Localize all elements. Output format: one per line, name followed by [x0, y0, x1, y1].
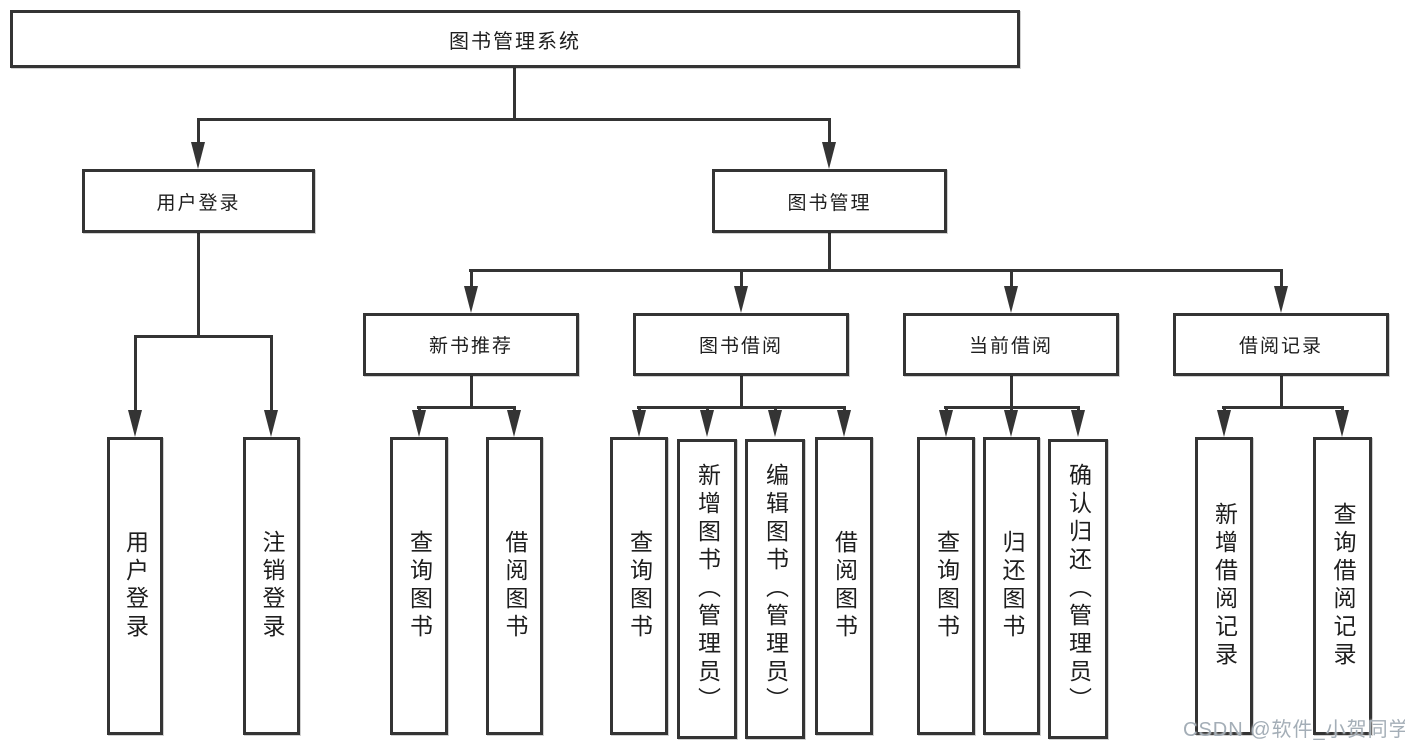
leaf-label: 编辑图书（管理员） — [762, 463, 789, 715]
leaf-label: 归还图书 — [999, 530, 1025, 642]
connector-book-mgmt-stem — [828, 233, 831, 272]
arrow-down-icon — [128, 410, 142, 437]
leaf-current-query: 查询图书 — [917, 437, 975, 735]
connector-records-stem — [1280, 376, 1283, 409]
arrow-down-icon — [939, 410, 953, 437]
leaf-label: 借阅图书 — [502, 530, 528, 642]
connector-drop — [1077, 406, 1080, 413]
connector-user-login-stem — [197, 233, 200, 338]
connector-drop — [513, 406, 516, 413]
connector-drop — [1341, 406, 1344, 413]
leaf-label: 查询借阅记录 — [1330, 502, 1356, 670]
leaf-borrow-query: 查询图书 — [610, 437, 668, 735]
leaf-borrow-borrow: 借阅图书 — [815, 437, 873, 735]
node-user-login-label: 用户登录 — [156, 192, 241, 214]
leaf-label: 新增图书（管理员） — [694, 463, 721, 715]
arrow-down-icon — [264, 410, 278, 437]
node-root-label: 图书管理系统 — [449, 30, 581, 53]
node-book-borrow: 图书借阅 — [633, 313, 849, 376]
arrow-down-icon — [412, 410, 426, 437]
connector-user-login-drop — [197, 118, 200, 144]
connector-drop — [134, 335, 137, 412]
connector-level3-hline — [469, 269, 1283, 272]
node-book-mgmt-label: 图书管理 — [787, 192, 872, 214]
node-book-borrow-label: 图书借阅 — [698, 336, 783, 357]
connector-drop — [706, 406, 709, 413]
arrow-down-icon — [1004, 410, 1018, 437]
arrow-down-icon — [632, 410, 646, 437]
arrow-down-icon — [837, 410, 851, 437]
leaf-logout: 注销登录 — [243, 437, 300, 735]
arrow-down-icon — [191, 142, 205, 169]
node-borrow-records: 借阅记录 — [1173, 313, 1389, 376]
connector-drop — [1280, 269, 1283, 288]
connector-drop — [270, 335, 273, 412]
connector-borrow-stem — [740, 376, 743, 409]
connector-new-books-hline — [417, 406, 516, 409]
connector-user-login-hline — [134, 335, 273, 338]
arrow-down-icon — [822, 142, 836, 169]
arrow-down-icon — [464, 286, 478, 313]
connector-drop — [470, 269, 473, 288]
connector-current-stem — [1010, 376, 1013, 409]
node-new-books: 新书推荐 — [363, 313, 579, 376]
connector-drop — [638, 406, 641, 413]
connector-drop — [418, 406, 421, 413]
node-root: 图书管理系统 — [10, 10, 1020, 68]
arrow-down-icon — [700, 410, 714, 437]
connector-new-books-stem — [470, 376, 473, 409]
node-current-borrow: 当前借阅 — [903, 313, 1119, 376]
node-new-books-label: 新书推荐 — [428, 336, 513, 357]
node-borrow-records-label: 借阅记录 — [1238, 336, 1323, 357]
leaf-records-query: 查询借阅记录 — [1313, 437, 1372, 735]
node-user-login: 用户登录 — [82, 169, 315, 233]
connector-records-hline — [1222, 406, 1344, 409]
leaf-user-login: 用户登录 — [107, 437, 163, 735]
connector-drop — [945, 406, 948, 413]
leaf-label: 查询图书 — [933, 530, 960, 642]
leaf-label: 查询图书 — [406, 530, 433, 642]
leaf-user-login-label: 用户登录 — [122, 530, 149, 642]
connector-drop — [1010, 269, 1013, 288]
node-current-borrow-label: 当前借阅 — [968, 336, 1053, 357]
leaf-current-return: 归还图书 — [983, 437, 1040, 735]
connector-level2-hline — [197, 118, 831, 121]
leaf-records-add: 新增借阅记录 — [1195, 437, 1253, 735]
arrow-down-icon — [734, 286, 748, 313]
connector-drop — [1223, 406, 1226, 413]
leaf-borrow-add-admin: 新增图书（管理员） — [677, 439, 737, 739]
leaf-new-books-query: 查询图书 — [390, 437, 448, 735]
arrow-down-icon — [1071, 410, 1085, 437]
leaf-label: 借阅图书 — [831, 530, 858, 642]
leaf-label: 查询图书 — [626, 530, 653, 642]
connector-borrow-hline — [637, 406, 846, 409]
connector-drop — [1010, 406, 1013, 413]
node-book-mgmt: 图书管理 — [712, 169, 947, 233]
connector-root-stem — [513, 68, 516, 120]
csdn-watermark: CSDN @软件_小贺同学 — [1183, 719, 1405, 741]
arrow-down-icon — [768, 410, 782, 437]
connector-drop — [740, 269, 743, 288]
arrow-down-icon — [1274, 286, 1288, 313]
connector-book-mgmt-drop — [828, 118, 831, 144]
leaf-new-books-borrow: 借阅图书 — [486, 437, 543, 735]
leaf-logout-label: 注销登录 — [259, 530, 285, 642]
arrow-down-icon — [1335, 410, 1349, 437]
leaf-current-confirm-admin: 确认归还（管理员） — [1048, 439, 1108, 739]
leaf-borrow-edit-admin: 编辑图书（管理员） — [745, 439, 805, 739]
connector-drop — [774, 406, 777, 413]
arrow-down-icon — [1004, 286, 1018, 313]
connector-drop — [843, 406, 846, 413]
leaf-label: 确认归还（管理员） — [1065, 463, 1092, 715]
arrow-down-icon — [507, 410, 521, 437]
leaf-label: 新增借阅记录 — [1211, 502, 1238, 670]
arrow-down-icon — [1217, 410, 1231, 437]
